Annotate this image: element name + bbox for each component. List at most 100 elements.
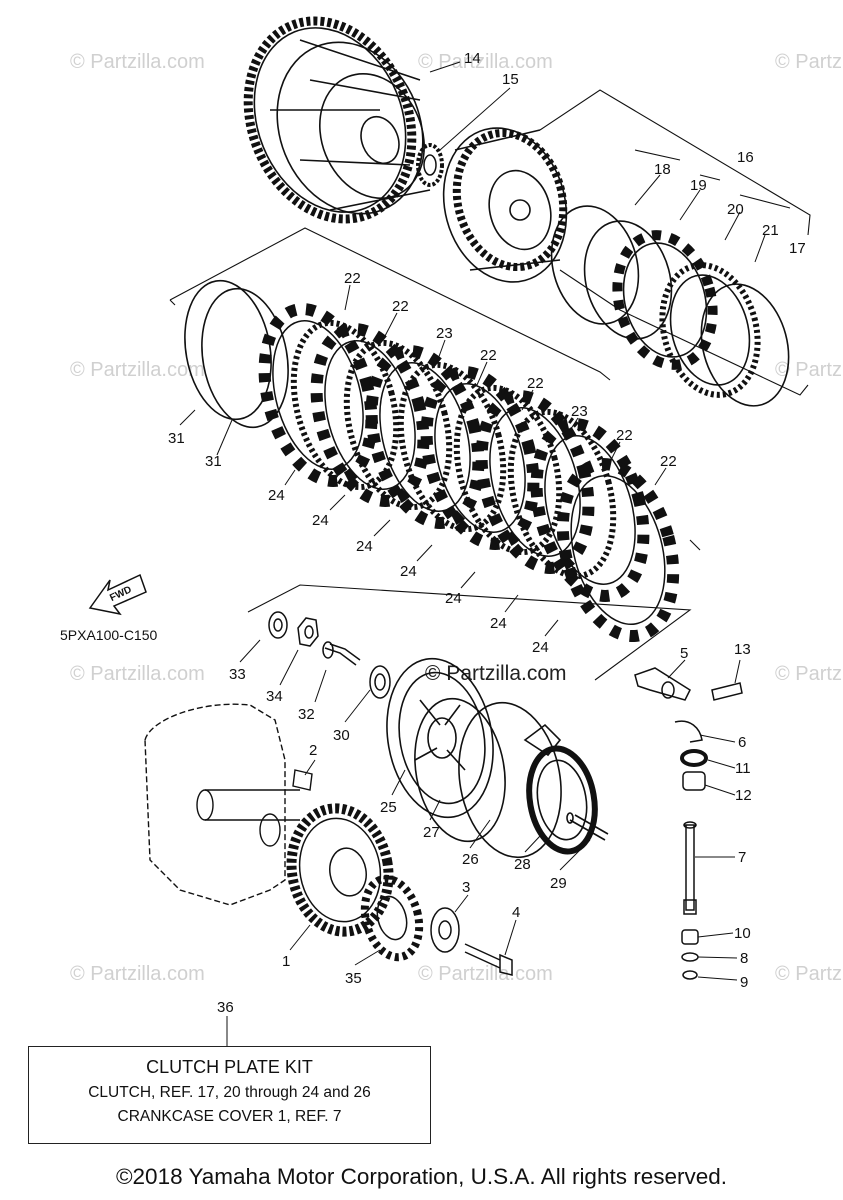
ring-part-18: [550, 205, 640, 325]
push-lever-assembly: [634, 667, 743, 980]
ring-part-27: [414, 697, 506, 843]
callout-34: 34: [266, 688, 283, 705]
callout-24: 24: [268, 487, 285, 504]
callout-31: 31: [205, 453, 222, 470]
ring-part-17: [700, 283, 790, 407]
bolt-part-4: [464, 943, 501, 969]
drawing-code: 5PXA100-C150: [60, 627, 158, 643]
kit-line-2: CRANKCASE COVER 1, REF. 7: [117, 1108, 342, 1125]
callout-13: 13: [734, 641, 751, 658]
bearing-part-10: [681, 929, 699, 945]
callout-22: 22: [616, 427, 633, 444]
callout-24: 24: [312, 512, 329, 529]
shaft-part-7: [684, 824, 696, 911]
callout-2: 2: [309, 742, 317, 759]
collar-part-3: [430, 907, 460, 953]
callout-22: 22: [392, 298, 409, 315]
rings-part-31: [184, 279, 289, 429]
callout-3: 3: [462, 879, 470, 896]
bolt-part-32: [324, 643, 361, 666]
callout-7: 7: [738, 849, 746, 866]
ring-part-28: [526, 745, 598, 855]
watermark-center: © Partzilla.com: [425, 662, 567, 685]
spring-part-6: [674, 720, 703, 743]
callout-28: 28: [514, 856, 531, 873]
watermark: © Partzilla.com: [418, 51, 553, 73]
watermarks: © Partzilla.com © Partzilla.com © Partzi…: [70, 51, 843, 985]
bracket-16: [539, 89, 811, 396]
callout-31: 31: [168, 430, 185, 447]
callout-25: 25: [380, 799, 397, 816]
washer-part-8: [681, 952, 699, 962]
bracket-lower: [247, 584, 692, 681]
bolt-part-13: [711, 682, 743, 701]
callout-24: 24: [445, 590, 462, 607]
callout-24: 24: [356, 538, 373, 555]
fwd-arrow: FWD: [88, 573, 147, 616]
callout-23: 23: [571, 403, 588, 420]
lever-part-5: [634, 667, 691, 701]
callout-24: 24: [532, 639, 549, 656]
callout-35: 35: [345, 970, 362, 987]
callout-10: 10: [734, 925, 751, 942]
callout-29: 29: [550, 875, 567, 892]
watermark: © Partzilla.com: [70, 663, 205, 685]
clutch-boss-part-16: [442, 127, 568, 283]
callout-labels: 14 15 16 18 19 20 21 17 22 22 23 22 22 2…: [168, 50, 806, 1016]
leader-lines: [179, 61, 766, 1046]
watermark: © Partzilla.com: [775, 51, 843, 73]
callout-5: 5: [680, 645, 688, 662]
callout-12: 12: [735, 787, 752, 804]
screw-part-29: [569, 814, 609, 841]
plate-part-26: [458, 701, 562, 859]
callout-22: 22: [344, 270, 361, 287]
small-parts-upper-left: [268, 611, 391, 699]
seal-part-11: [680, 749, 708, 767]
copyright-notice: ©2018 Yamaha Motor Corporation, U.S.A. A…: [115, 1164, 728, 1189]
nut-part-34: [297, 617, 319, 647]
ring-part-19: [583, 220, 673, 340]
callout-21: 21: [762, 222, 779, 239]
callout-36: 36: [217, 999, 234, 1016]
watermark: © Partzilla.com: [775, 663, 843, 685]
watermark: © Partzilla.com: [70, 963, 205, 985]
callout-30: 30: [333, 727, 350, 744]
gear-part-1: [286, 803, 394, 937]
callout-22: 22: [660, 453, 677, 470]
callout-24: 24: [400, 563, 417, 580]
callout-17: 17: [789, 240, 806, 257]
pressure-plate-group: [386, 657, 609, 859]
clip-part-9: [682, 970, 698, 980]
rotor-part-35: [360, 874, 424, 962]
callout-14: 14: [464, 50, 481, 67]
kit-title: CLUTCH PLATE KIT: [146, 1057, 313, 1077]
washer-part-15: [416, 143, 444, 187]
watermark: © Partzilla.com: [70, 359, 205, 381]
callout-32: 32: [298, 706, 315, 723]
callout-24: 24: [490, 615, 507, 632]
bearing-part-12: [682, 771, 706, 791]
callout-22: 22: [480, 347, 497, 364]
bracket-plates: [169, 227, 701, 551]
watermark: © Partzilla.com: [70, 51, 205, 73]
callout-16: 16: [737, 149, 754, 166]
clutch-housing-part-14: [243, 16, 431, 224]
plate-part-20: [612, 230, 718, 370]
right-rings-group: [550, 205, 790, 407]
lower-parts: [360, 874, 513, 976]
callout-22: 22: [527, 375, 544, 392]
callout-20: 20: [727, 201, 744, 218]
callout-27: 27: [423, 824, 440, 841]
callout-26: 26: [462, 851, 479, 868]
callout-11: 11: [735, 760, 751, 777]
watermark: © Partzilla.com: [418, 963, 553, 985]
clutch-plate-kit-box: CLUTCH PLATE KIT CLUTCH, REF. 17, 20 thr…: [28, 1046, 431, 1144]
watermark: © Partzilla.com: [775, 359, 843, 381]
callout-4: 4: [512, 904, 520, 921]
callout-8: 8: [740, 950, 748, 967]
callout-1: 1: [282, 953, 290, 970]
callout-9: 9: [740, 974, 748, 991]
key-part-2: [292, 769, 313, 791]
clutch-plate-stack: [258, 303, 680, 643]
